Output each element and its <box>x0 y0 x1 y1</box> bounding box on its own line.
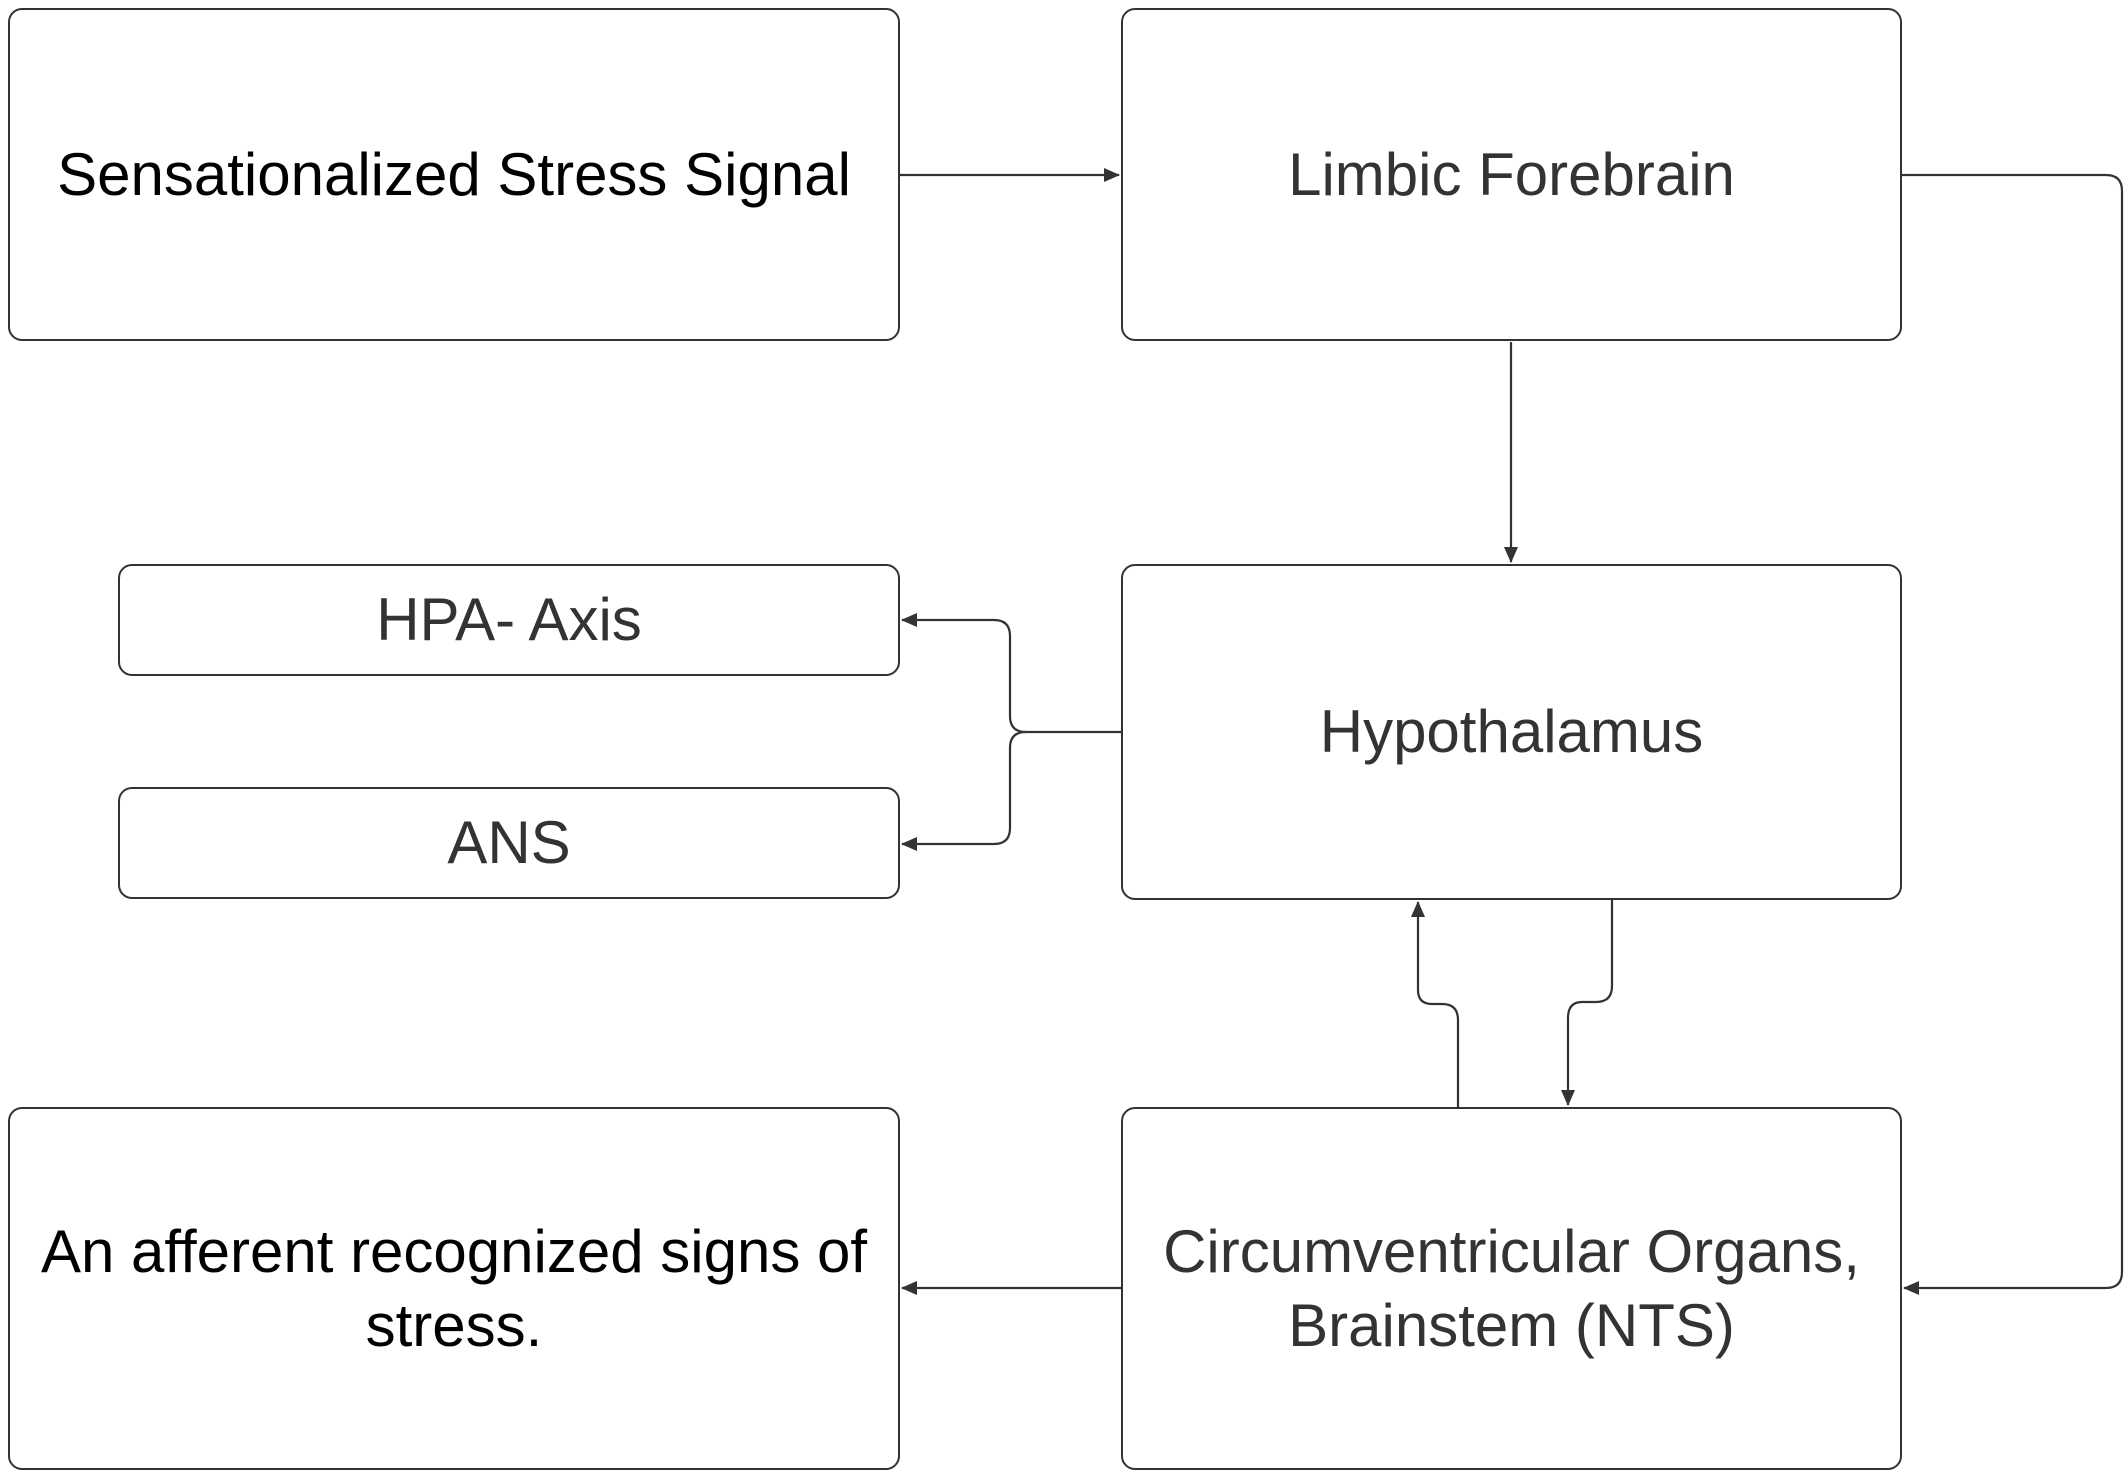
node-hypothalamus: Hypothalamus <box>1121 564 1902 900</box>
node-circumventricular-organs: Circumventricular Organs, Brainstem (NTS… <box>1121 1107 1902 1470</box>
edge-hypothalamus-to-ans <box>901 730 1027 851</box>
node-hpa-axis: HPA- Axis <box>118 564 900 676</box>
node-circumventricular-organs-label: Circumventricular Organs, Brainstem (NTS… <box>1163 1218 1860 1359</box>
node-ans-label: ANS <box>447 809 571 877</box>
node-hypothalamus-label: Hypothalamus <box>1319 698 1704 766</box>
node-afferent-signs: An afferent recognized signs of stress. <box>8 1107 900 1470</box>
node-stress-signal-label: Sensationalized Stress Signal <box>57 140 851 208</box>
node-hpa-axis-label: HPA- Axis <box>376 586 642 654</box>
edge-hypothalamus-to-hpa <box>901 613 1121 734</box>
node-ans: ANS <box>118 787 900 899</box>
node-stress-signal: Sensationalized Stress Signal <box>8 8 900 341</box>
edge-hypothalamus-to-cvo <box>1561 900 1614 1106</box>
node-limbic-forebrain: Limbic Forebrain <box>1121 8 1902 341</box>
edge-cvo-to-hypothalamus <box>1411 901 1460 1107</box>
edge-limbic-to-cvo <box>1902 173 2124 1295</box>
node-afferent-signs-label: An afferent recognized signs of stress. <box>40 1218 868 1359</box>
node-limbic-forebrain-label: Limbic Forebrain <box>1288 140 1735 208</box>
